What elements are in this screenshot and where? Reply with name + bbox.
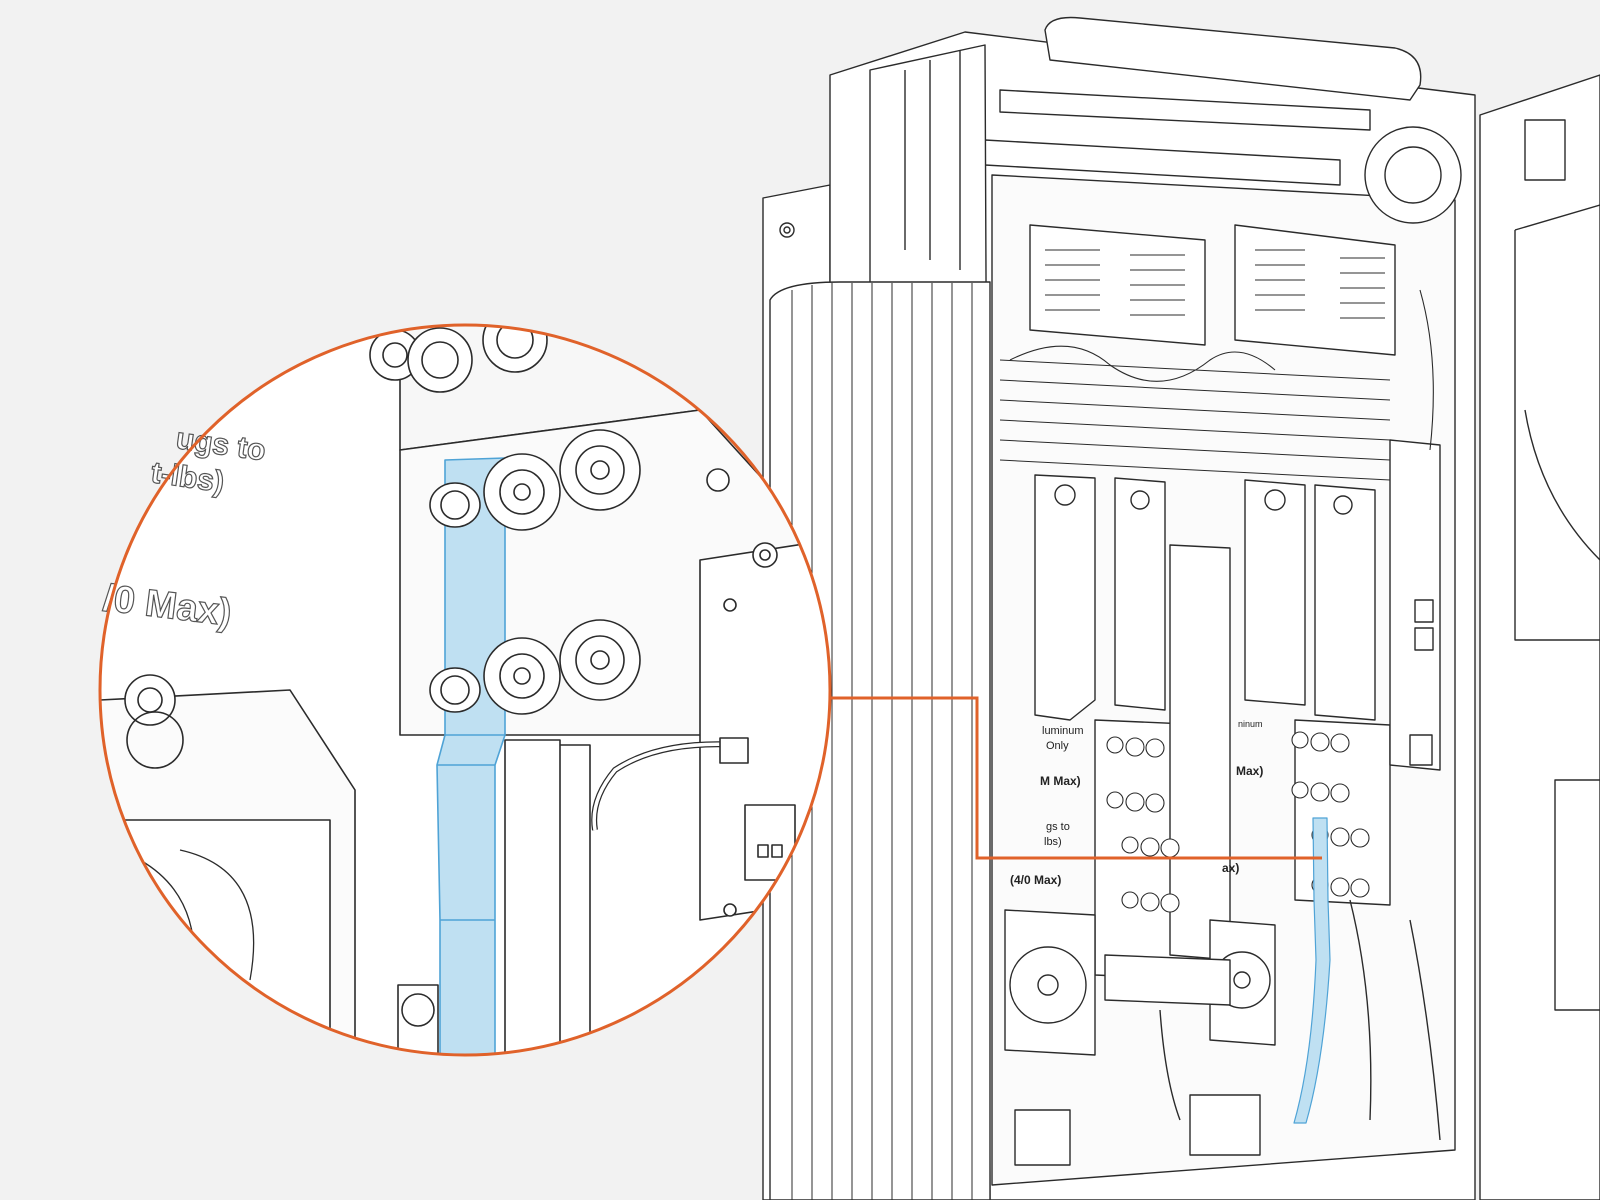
label-max-40: (4/0 Max) [1010,873,1061,887]
zoom-wire-connector [719,737,749,764]
left-post-inner [904,50,961,270]
mount-hole [783,226,791,234]
zoom-top-nuts [369,325,548,393]
cooling-fan-left [1004,909,1096,1056]
module-bracket-4 [1314,484,1376,721]
highlighted-ground-cable [436,457,506,1055]
module-bracket-2 [1114,477,1166,711]
wiring-harness [1009,289,1434,451]
cabinet-labels: luminum Only M Max) gs to lbs) (4/0 Max)… [1010,719,1263,887]
ribbed-column [769,281,991,1200]
label-only-left: Only [1046,740,1069,752]
charger-cabinet [762,16,1600,1200]
door-panel [1514,204,1600,641]
zoom-detail: ugs to t-lbs) /0 Max) [98,323,832,1057]
zoom-circle-border [98,323,832,1057]
zoom-screw [706,468,730,492]
contactor [1189,1094,1261,1156]
open-door [1479,74,1600,1200]
zoom-side-bracket [699,539,830,921]
center-bracket [1169,544,1231,961]
label-max-right-2: ax) [1222,861,1239,875]
door-latch [1524,119,1566,181]
contactor [1014,1109,1071,1166]
zoom-bolt-left [124,674,184,769]
module-bracket-1 [1034,474,1096,721]
heatsink-grille-left [1029,224,1206,346]
module-bracket-3 [1244,479,1306,706]
highlighted-cable-cabinet [1293,817,1331,1124]
label-max-right: Max) [1236,764,1263,778]
heatsink-grille-right [1234,224,1396,356]
connector-block [1414,599,1434,623]
cable-gland-ring-inner [1384,146,1442,204]
label-aluminum-left: luminum [1042,725,1084,737]
door-curve [1524,409,1600,561]
zoom-vertical-plate [504,739,561,1055]
lifting-handle [1044,16,1422,101]
callout-leader-line [830,696,1322,860]
lug-nuts-left [1106,736,1180,913]
bus-bar-plate [1104,954,1231,1006]
door-bracket [1554,779,1600,1011]
relay [1409,734,1433,766]
label-lugs-left: gs to [1046,821,1070,833]
label-lbs-left: lbs) [1044,836,1062,848]
bottom-cable [1159,899,1441,1141]
zoom-fan-housing [100,819,331,1055]
top-crossbar [999,89,1371,131]
zoom-lug-nuts [429,429,641,715]
label-max-left: M Max) [1040,774,1081,788]
connector-block [1414,627,1434,651]
label-aluminum-right: ninum [1238,719,1263,729]
